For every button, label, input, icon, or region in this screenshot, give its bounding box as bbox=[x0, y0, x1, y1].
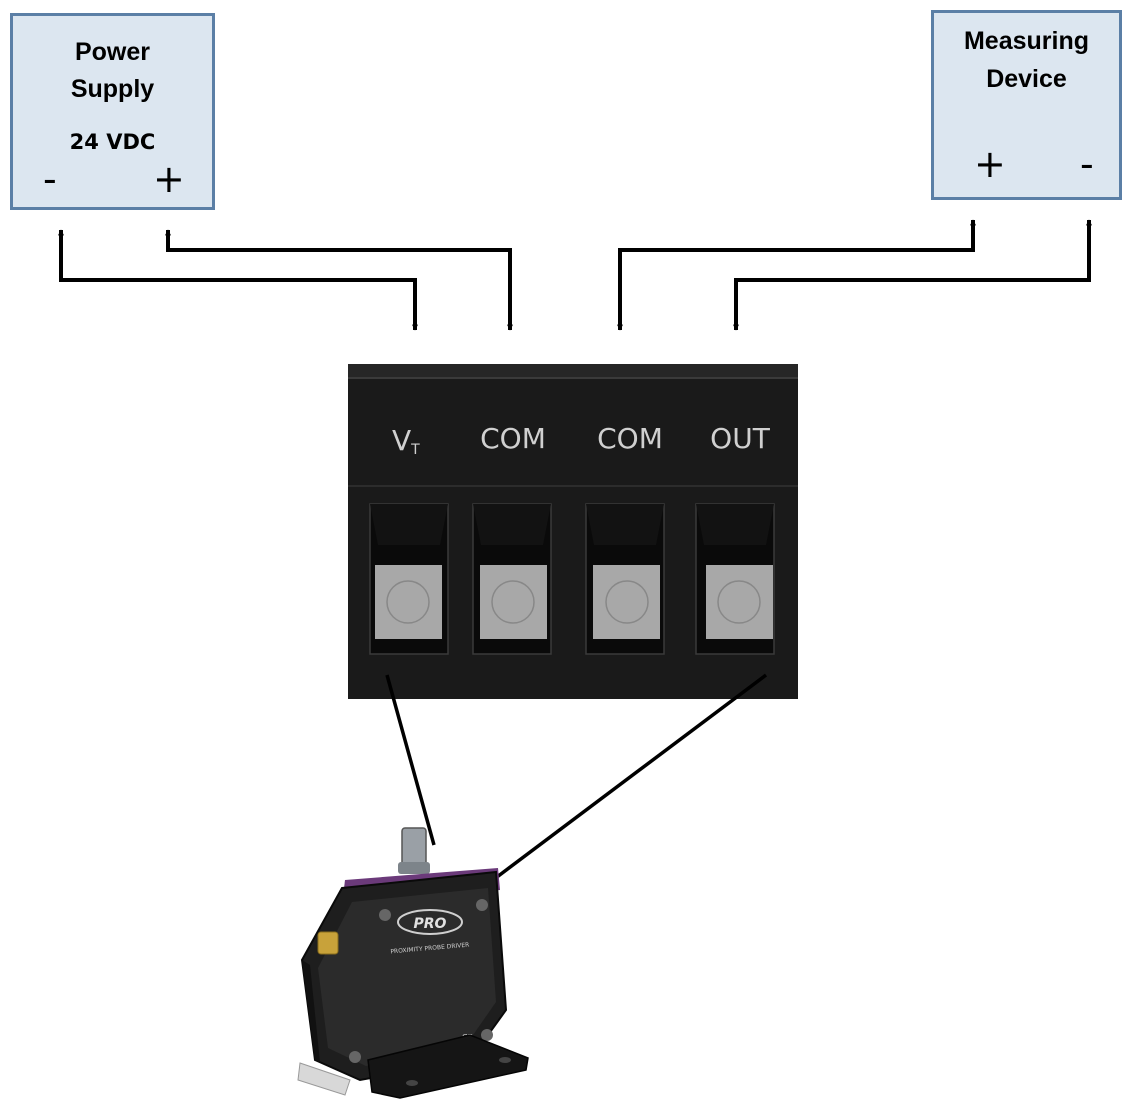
measuring-device-plus-terminal: + bbox=[974, 142, 1006, 186]
terminal-label-com-1: COM bbox=[480, 422, 546, 455]
power-supply-voltage: 24 VDC bbox=[69, 130, 156, 154]
terminal-label-vt: VT bbox=[392, 424, 420, 458]
measuring-device-title-line2: Device bbox=[986, 65, 1067, 93]
power-supply-plus-terminal: + bbox=[153, 157, 185, 201]
power-supply-title-line2: Supply bbox=[70, 75, 155, 103]
driver-logo: PRO bbox=[414, 916, 447, 932]
measuring-device-title-line1: Measuring bbox=[963, 27, 1090, 55]
power-supply-minus-terminal: - bbox=[43, 157, 57, 201]
terminal-slot-vt bbox=[369, 503, 449, 655]
wire-out-to-driver bbox=[495, 673, 768, 879]
terminal-label-com-2: COM bbox=[597, 422, 663, 455]
power-supply-title-line1: Power bbox=[74, 38, 151, 66]
measuring-device-box: Measuring Device + - bbox=[931, 10, 1122, 200]
terminal-block: VT COM COM OUT bbox=[348, 364, 798, 699]
power-supply-box: Power Supply 24 VDC - + bbox=[10, 13, 215, 210]
terminal-label-out: OUT bbox=[710, 422, 771, 455]
wire-vt-to-driver bbox=[385, 674, 436, 846]
terminal-slot-out bbox=[695, 503, 775, 655]
measuring-device-minus-terminal: - bbox=[1080, 142, 1094, 186]
terminal-slot-com-2 bbox=[585, 503, 665, 655]
wire-md-minus-to-out bbox=[733, 219, 1092, 331]
wire-md-plus-to-com2 bbox=[617, 219, 976, 331]
wire-ps-minus-to-vt bbox=[58, 229, 418, 331]
wire-ps-plus-to-com1 bbox=[165, 229, 513, 331]
terminal-slot-com-1 bbox=[472, 503, 552, 655]
proximity-probe-driver: PRO PROXIMITY PROBE DRIVER CE MADE IN US… bbox=[297, 827, 529, 1099]
